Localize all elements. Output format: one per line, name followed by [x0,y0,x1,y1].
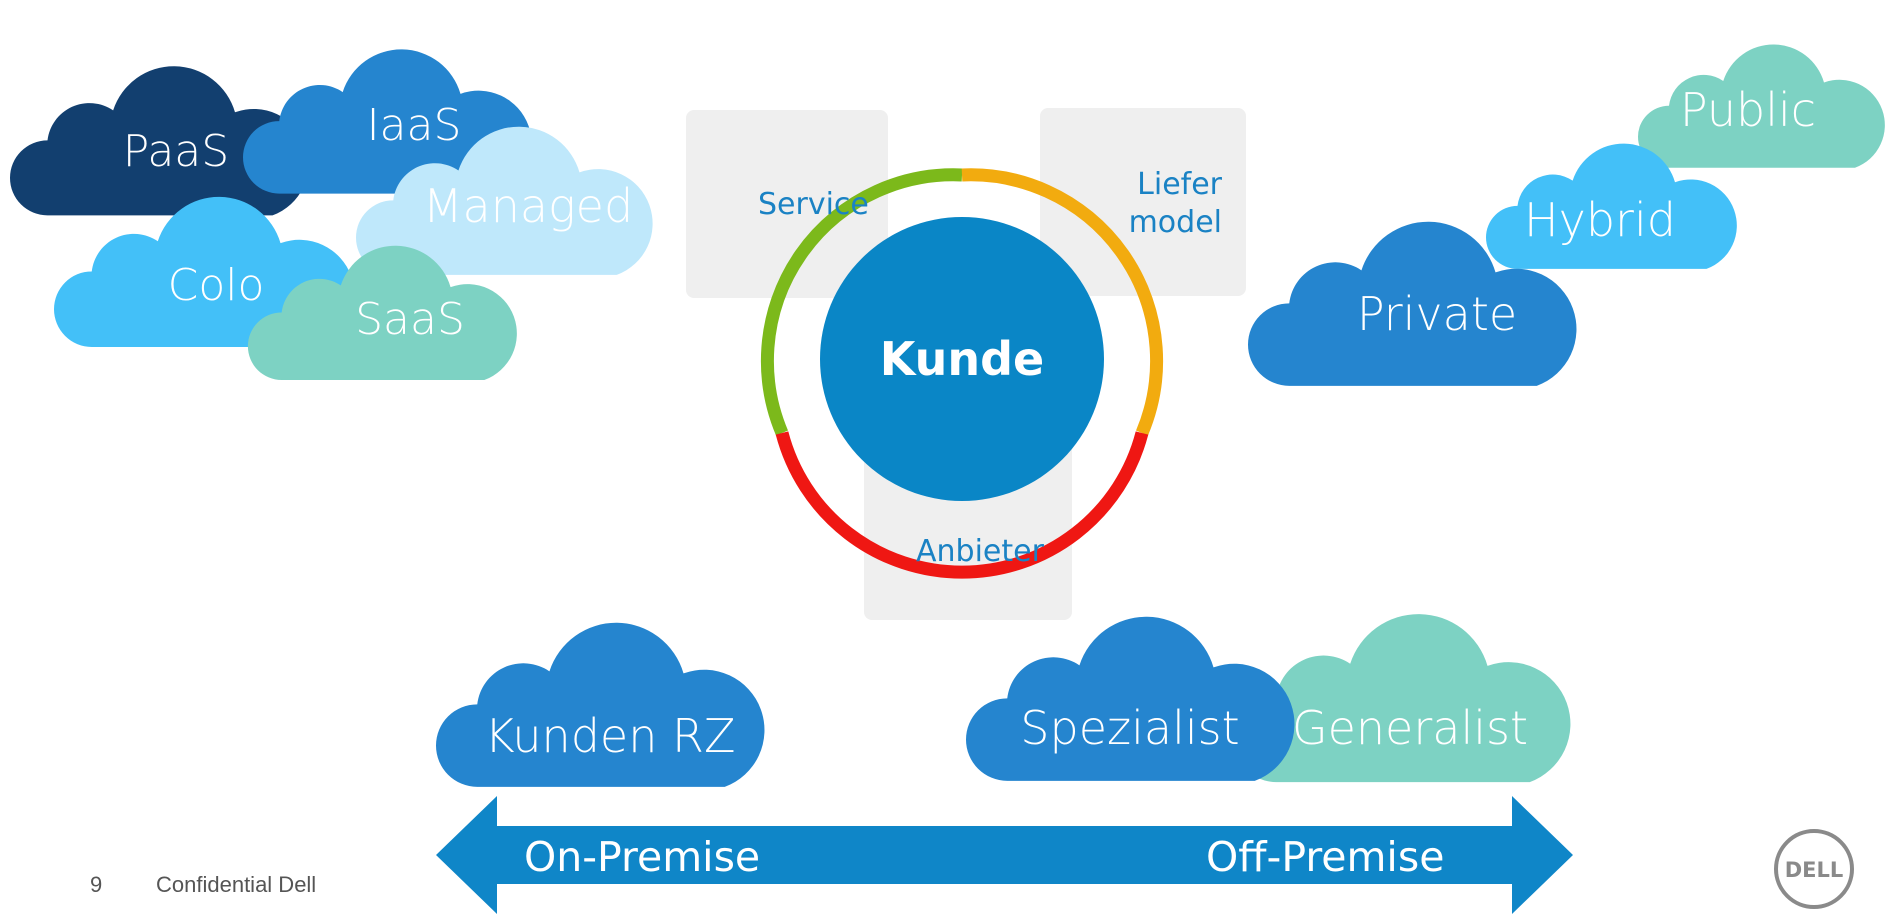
cloud-iaas-label: IaaS [367,100,462,151]
cloud-private-label: Private [1357,287,1517,341]
cloud-generalist-label: Generalist [1292,701,1528,755]
cloud-public: Public [1638,44,1885,168]
footer-confidential-label: Confidential Dell [156,872,317,897]
kunde-circle [820,217,1104,501]
cloud-spezialist-label: Spezialist [1020,701,1239,755]
service-box [686,110,888,298]
premise-double-arrow [436,796,1573,914]
dell-logo-text: DELL [1785,858,1844,882]
cloud-private: Private [1248,221,1577,386]
service-label: Service [758,187,869,222]
cloud-managed-label: Managed [423,179,633,233]
on-premise-label: On-Premise [524,833,760,881]
cloud-kunden-rz: Kunden RZ [436,622,765,787]
cloud-saas-label: SaaS [355,294,465,345]
liefer-label-line2: model [1129,205,1222,240]
ring-segment-red [775,431,1149,579]
cloud-managed: Managed [356,126,653,275]
cloud-iaas: IaaS [243,49,532,194]
status-ring [760,168,1164,579]
kunde-label: Kunde [880,332,1044,386]
cloud-public-label: Public [1680,83,1816,137]
cloud-kunden-rz-label: Kunden RZ [485,709,736,763]
cloud-paas: PaaS [10,66,309,216]
cloud-colo: Colo [54,196,355,347]
ring-segment-green [760,168,963,436]
ring-segment-orange [961,168,1164,436]
cloud-generalist: Generalist [1234,614,1571,783]
cloud-paas-label: PaaS [123,126,229,177]
cloud-hybrid-label: Hybrid [1524,193,1676,247]
liefer-model-box [1040,108,1246,296]
off-premise-label: Off-Premise [1206,833,1444,881]
page-number: 9 [90,872,103,897]
cloud-saas: SaaS [247,245,517,380]
cloud-spezialist: Spezialist [966,616,1295,781]
cloud-hybrid: Hybrid [1486,143,1737,269]
cloud-colo-label: Colo [168,260,265,311]
dell-logo-icon: DELL [1774,829,1854,909]
liefer-label-line1: Liefer [1137,167,1223,202]
anbieter-label: Anbieter [916,534,1045,569]
